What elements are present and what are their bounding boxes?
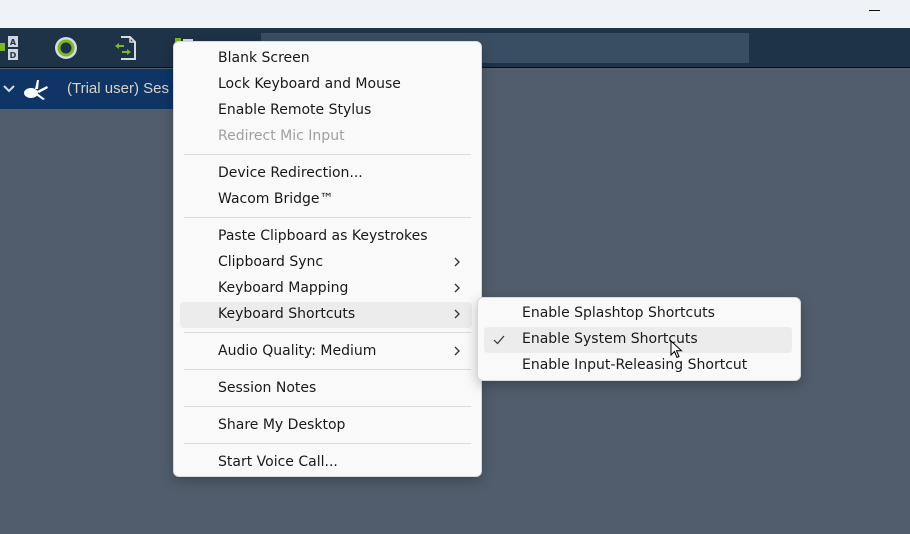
menu-item-wacom-bridge[interactable]: Wacom Bridge™ bbox=[218, 191, 334, 207]
menu-item-keyboard-mapping[interactable]: Keyboard Mapping bbox=[180, 276, 472, 302]
chevron-right-icon bbox=[454, 309, 460, 319]
chevron-right-icon bbox=[454, 257, 460, 267]
keyboard-ad-icon[interactable]: A D bbox=[0, 34, 22, 62]
menu-separator bbox=[184, 332, 471, 333]
minimize-icon[interactable] bbox=[864, 2, 886, 20]
keyboard-shortcuts-submenu: Enable Splashtop Shortcuts Enable System… bbox=[477, 297, 801, 381]
session-bar: (Trial user) Ses bbox=[0, 69, 910, 109]
submenu-item-enable-input-releasing-shortcut[interactable]: Enable Input-Releasing Shortcut bbox=[522, 357, 748, 373]
menu-separator bbox=[184, 154, 471, 155]
menu-separator bbox=[184, 217, 471, 218]
menu-item-share-my-desktop[interactable]: Share My Desktop bbox=[218, 417, 346, 433]
submenu-item-enable-splashtop-shortcuts[interactable]: Enable Splashtop Shortcuts bbox=[522, 305, 715, 321]
window-title-bar bbox=[0, 0, 910, 28]
svg-text:D: D bbox=[10, 51, 17, 60]
chevron-right-icon bbox=[454, 283, 460, 293]
svg-text:A: A bbox=[10, 38, 17, 47]
menu-item-enable-remote-stylus[interactable]: Enable Remote Stylus bbox=[218, 102, 372, 118]
submenu-item-enable-system-shortcuts[interactable]: Enable System Shortcuts bbox=[484, 327, 792, 353]
menu-item-start-voice-call[interactable]: Start Voice Call... bbox=[218, 454, 338, 470]
menu-separator bbox=[184, 369, 471, 370]
session-context-menu: Blank Screen Lock Keyboard and Mouse Ena… bbox=[173, 41, 482, 477]
checkmark-icon bbox=[493, 335, 505, 345]
session-title: (Trial user) Ses bbox=[67, 80, 169, 97]
chevron-down-icon[interactable] bbox=[2, 84, 16, 94]
menu-separator bbox=[184, 443, 471, 444]
splashtop-logo-icon bbox=[24, 80, 48, 100]
menu-item-paste-clipboard-keystrokes[interactable]: Paste Clipboard as Keystrokes bbox=[218, 228, 428, 244]
menu-item-keyboard-shortcuts[interactable]: Keyboard Shortcuts bbox=[180, 302, 472, 328]
menu-item-clipboard-sync[interactable]: Clipboard Sync bbox=[180, 250, 472, 276]
menu-item-blank-screen[interactable]: Blank Screen bbox=[218, 50, 310, 66]
menu-item-lock-keyboard-mouse[interactable]: Lock Keyboard and Mouse bbox=[218, 76, 401, 92]
menu-item-device-redirection[interactable]: Device Redirection... bbox=[218, 165, 363, 181]
menu-item-audio-quality[interactable]: Audio Quality: Medium bbox=[180, 339, 472, 365]
file-transfer-icon[interactable] bbox=[113, 34, 137, 62]
menu-separator bbox=[184, 406, 471, 407]
menu-item-redirect-mic-input: Redirect Mic Input bbox=[218, 128, 345, 144]
record-icon[interactable] bbox=[53, 34, 79, 62]
menu-item-session-notes[interactable]: Session Notes bbox=[218, 380, 317, 396]
session-tab[interactable]: (Trial user) Ses bbox=[0, 69, 176, 109]
chevron-right-icon bbox=[454, 346, 460, 356]
